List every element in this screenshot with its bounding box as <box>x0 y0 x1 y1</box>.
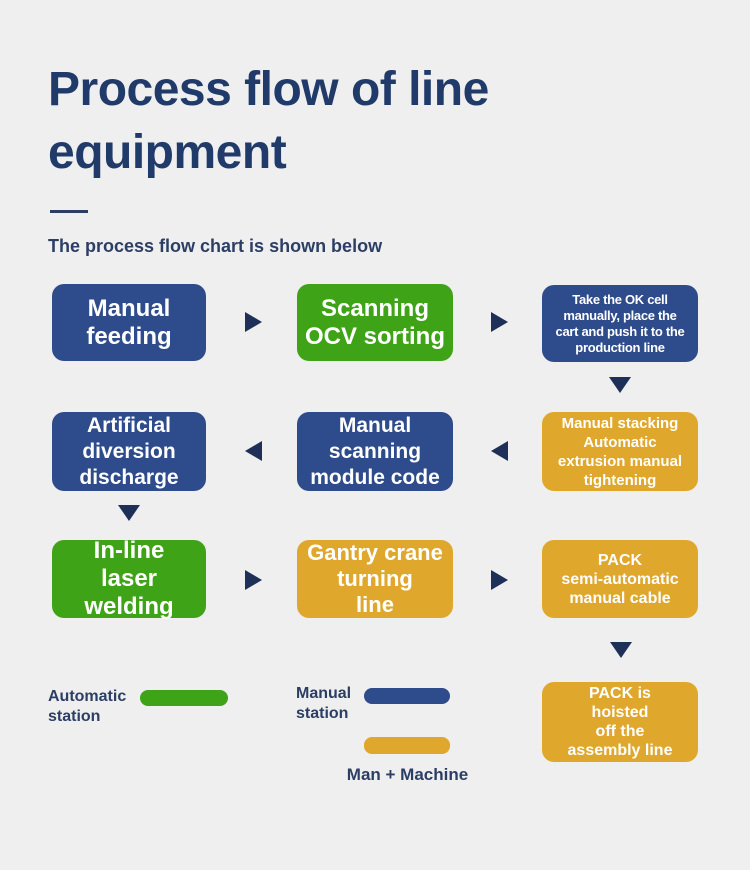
legend-automatic-station-swatch <box>140 690 228 706</box>
flow-box-artificial-diversion-discharge: Artificial diversion discharge <box>52 412 206 491</box>
flow-box-pack-semi-automatic-manual-cable: PACK semi-automatic manual cable <box>542 540 698 618</box>
flow-box-manual-stacking-extrusion: Manual stacking Automatic extrusion manu… <box>542 412 698 491</box>
arrow-right-icon <box>245 570 262 590</box>
legend-man-machine-swatch <box>364 737 450 754</box>
arrow-right-icon <box>491 570 508 590</box>
page-title: Process flow of line equipment <box>48 63 489 179</box>
flow-box-pack-hoisted-off-assembly-line: PACK is hoisted off the assembly line <box>542 682 698 762</box>
flow-box-gantry-crane-turning-line: Gantry crane turning line <box>297 540 453 618</box>
flow-box-scanning-ocv-sorting: Scanning OCV sorting <box>297 284 453 361</box>
flow-box-label: Manual scanning module code <box>310 413 440 489</box>
legend-man-machine-label: Man + Machine <box>346 765 469 784</box>
arrow-right-icon <box>491 312 508 332</box>
flow-box-take-ok-cell: Take the OK cell manually, place the car… <box>542 285 698 362</box>
flow-box-label: Take the OK cell manually, place the car… <box>555 291 685 355</box>
arrow-left-icon <box>245 441 262 461</box>
flow-box-manual-scanning-module-code: Manual scanning module code <box>297 412 453 491</box>
legend-manual-station-swatch <box>364 688 450 704</box>
arrow-down-icon <box>610 642 632 658</box>
flow-box-label: Manual stacking Automatic extrusion manu… <box>557 414 683 489</box>
flow-box-inline-laser-welding: In-line laser welding <box>52 537 206 620</box>
legend-automatic-station-label: Automatic station <box>48 688 127 725</box>
arrow-down-icon <box>118 505 140 521</box>
subtitle: The process flow chart is shown below <box>48 236 383 256</box>
legend-manual-station-label: Manual station <box>296 685 352 722</box>
flow-box-label: PACK semi-automatic manual cable <box>561 551 679 607</box>
flow-box-label: Scanning OCV sorting <box>304 294 445 350</box>
title-underline <box>50 210 88 213</box>
flow-box-label: Manual feeding <box>86 294 172 350</box>
arrow-right-icon <box>245 312 262 332</box>
flow-box-label: Gantry crane turning line <box>307 540 443 617</box>
arrow-down-icon <box>609 377 631 393</box>
flow-box-manual-feeding: Manual feeding <box>52 284 206 361</box>
flow-box-label: Artificial diversion discharge <box>79 413 179 489</box>
flow-box-label: In-line laser welding <box>84 537 174 620</box>
arrow-left-icon <box>491 441 508 461</box>
flow-box-label: PACK is hoisted off the assembly line <box>567 685 673 759</box>
